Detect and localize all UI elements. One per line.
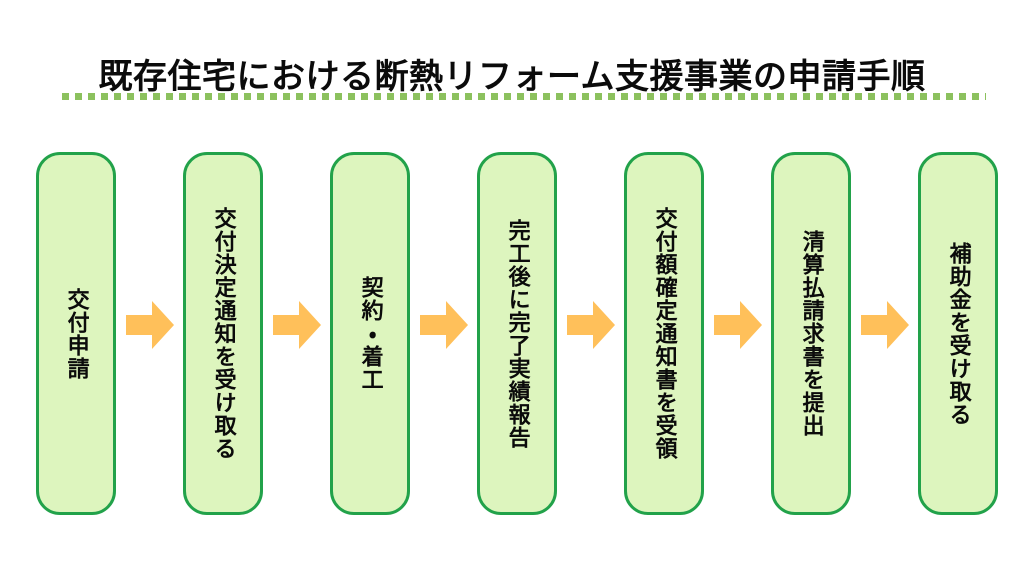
flow-step-3[interactable]: 契約・着工	[330, 152, 410, 515]
flow-step-7[interactable]: 補助金を受け取る	[918, 152, 998, 515]
right-arrow-icon	[272, 299, 321, 351]
flow-step-5[interactable]: 交付額確定通知書を受領	[624, 152, 704, 515]
flow-step-label: 補助金を受け取る	[945, 241, 971, 426]
flow-step-label: 交付額確定通知書を受領	[651, 207, 677, 460]
right-arrow-icon	[860, 299, 909, 351]
flow-step-label: 清算払請求書を提出	[798, 230, 824, 437]
flow-step-1[interactable]: 交付申請	[36, 152, 116, 515]
flow-step-6[interactable]: 清算払請求書を提出	[771, 152, 851, 515]
flow-step-label: 契約・着工	[357, 276, 383, 391]
flow-step-label: 完工後に完了実績報告	[504, 218, 530, 449]
right-arrow-icon	[566, 299, 615, 351]
right-arrow-icon	[713, 299, 762, 351]
process-flow-diagram: 交付申請 交付決定通知を受け取る 契約・着工 完工後に完了実績報告 交付額確定通知書を受…	[36, 152, 998, 515]
flow-step-2[interactable]: 交付決定通知を受け取る	[183, 152, 263, 515]
right-arrow-icon	[125, 299, 174, 351]
flow-step-label: 交付申請	[63, 287, 89, 380]
title-divider	[62, 93, 986, 100]
flow-step-4[interactable]: 完工後に完了実績報告	[477, 152, 557, 515]
page-title: 既存住宅における断熱リフォーム支援事業の申請手順	[98, 56, 926, 97]
flow-step-label: 交付決定通知を受け取る	[210, 207, 236, 460]
right-arrow-icon	[419, 299, 468, 351]
